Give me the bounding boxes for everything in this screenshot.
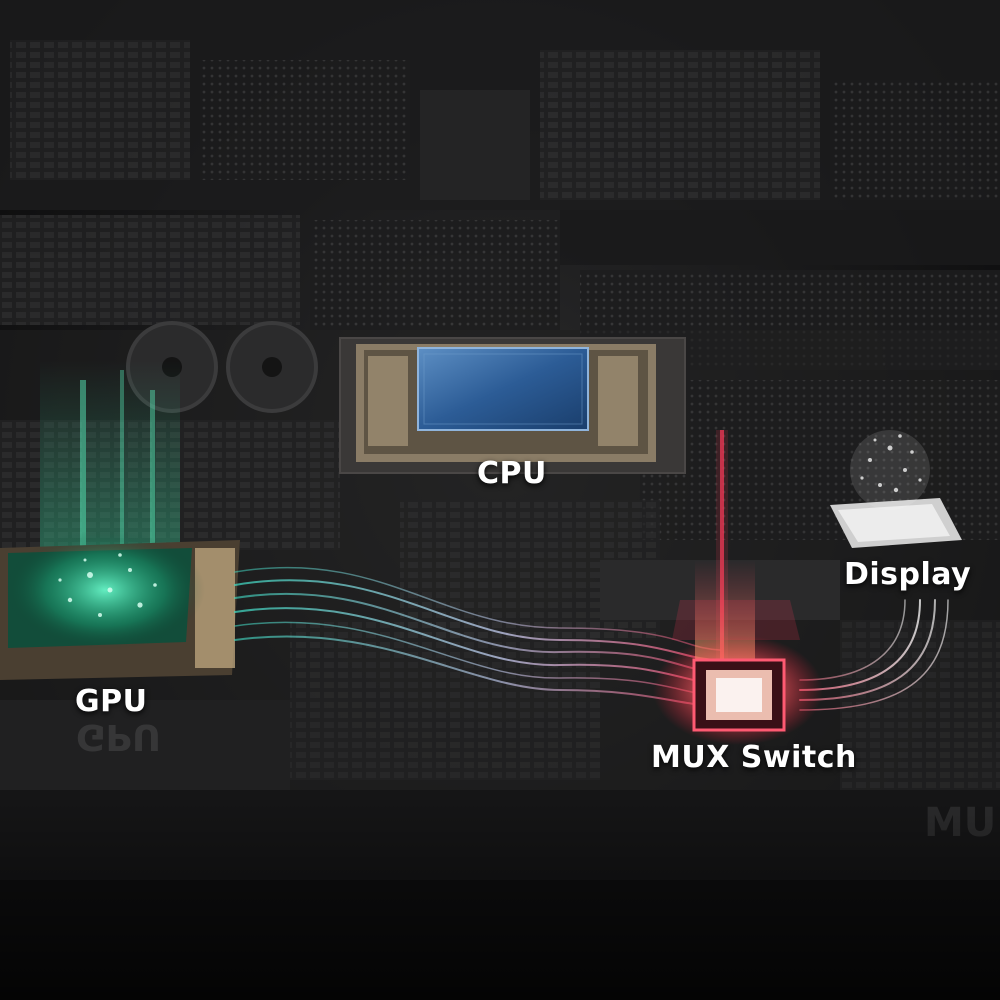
board-back-structures: [0, 0, 1000, 370]
gpu-label: GPU: [75, 684, 148, 719]
mux-label-reflection: MU: [924, 800, 997, 846]
display-label: Display: [844, 557, 972, 592]
mux-switch-label: MUX Switch: [651, 740, 857, 775]
cpu-chip: [339, 337, 686, 474]
cpu-label: CPU: [477, 456, 547, 491]
gpu-label-reflection: GPU: [76, 716, 162, 757]
